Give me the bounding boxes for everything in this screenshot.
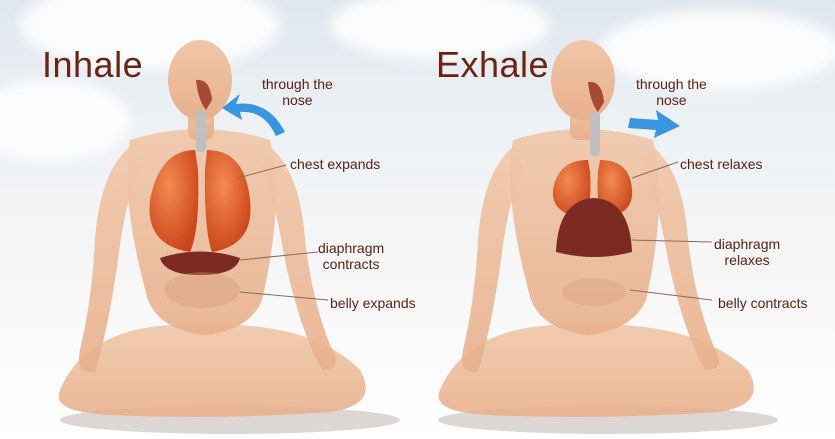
exhale-panel: Exhale through the nose chest relaxes di…: [418, 0, 835, 439]
exhale-title: Exhale: [436, 44, 549, 86]
belly: [562, 278, 626, 306]
inhale-panel: Inhale through the nose chest expands di…: [0, 0, 417, 439]
chest-label: chest expands: [290, 156, 380, 172]
diaphragm-label: diaphragm contracts: [318, 240, 384, 272]
diaphragm-label: diaphragm relaxes: [714, 236, 780, 268]
nose-label-line2: nose: [262, 92, 333, 108]
head: [551, 40, 615, 120]
trachea: [590, 112, 600, 156]
nose-label-line1: through the: [636, 76, 707, 92]
diaphragm-label-line2: contracts: [318, 256, 384, 272]
trachea: [196, 110, 206, 152]
nose-label: through the nose: [636, 76, 707, 108]
belly-label: belly expands: [330, 295, 416, 311]
diaphragm-label-line2: relaxes: [714, 252, 780, 268]
straight-arrow-icon: [628, 110, 680, 138]
nose-label: through the nose: [262, 76, 333, 108]
belly-label: belly contracts: [718, 295, 807, 311]
diaphragm-label-line1: diaphragm: [318, 240, 384, 256]
diaphragm-label-line1: diaphragm: [714, 236, 780, 252]
inhale-title: Inhale: [42, 44, 143, 86]
nose-label-line2: nose: [636, 92, 707, 108]
nose-label-line1: through the: [262, 76, 333, 92]
belly: [164, 272, 240, 308]
chest-label: chest relaxes: [680, 156, 762, 172]
